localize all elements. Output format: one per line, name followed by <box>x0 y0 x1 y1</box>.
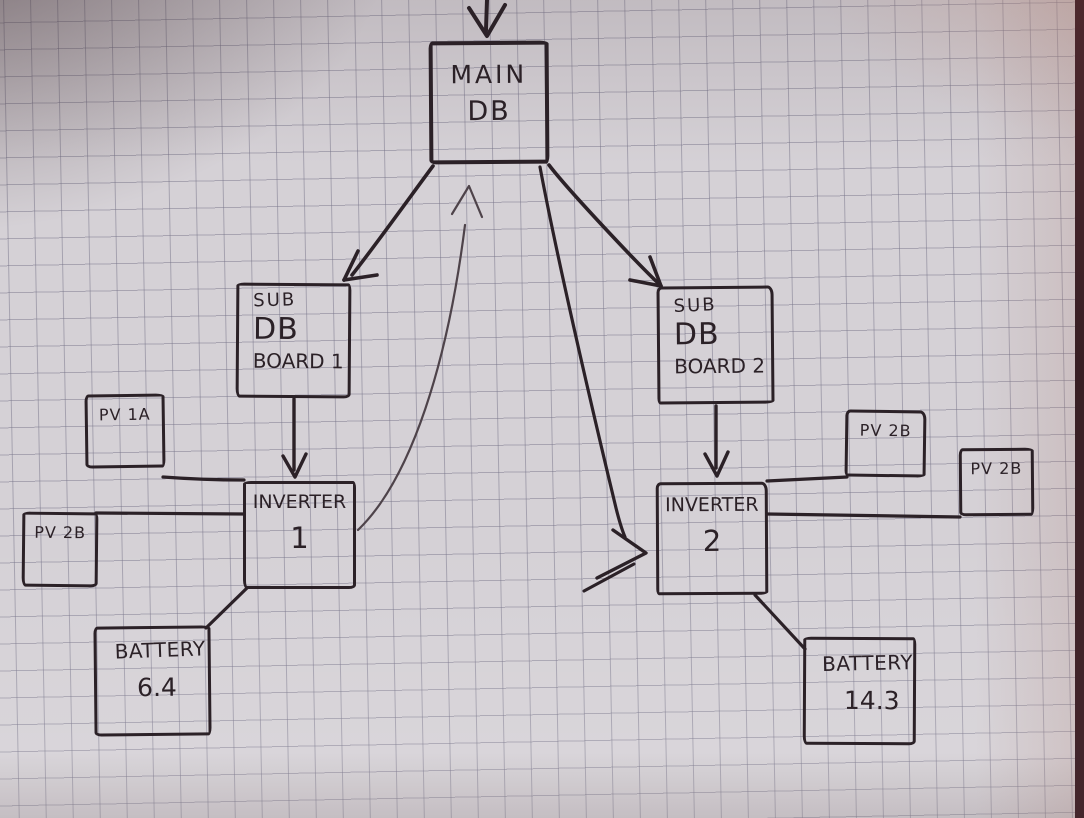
battery-2-value: 14.3 <box>843 685 900 716</box>
inverter-1-label: INVERTER <box>252 491 347 513</box>
main-db-label-line1: MAIN <box>450 59 528 90</box>
sub-db-1-label-line1: SUB <box>252 289 297 312</box>
node-battery-1: BATTERY 6.4 <box>93 625 212 737</box>
photo-right-edge-strip <box>1075 0 1084 818</box>
main-db-label-line2: DB <box>467 95 511 127</box>
node-inverter-2: INVERTER 2 <box>655 481 769 596</box>
inverter-1-number: 1 <box>290 520 309 555</box>
node-pv-2b-left: PV 2B <box>21 511 99 588</box>
inverter-2-number: 2 <box>702 523 722 558</box>
node-main-db: MAIN DB <box>428 40 550 165</box>
sub-db-2-label-line2: DB <box>673 316 720 353</box>
inverter-2-label: INVERTER <box>665 493 759 517</box>
node-pv-2b-right-outer: PV 2B <box>958 447 1035 517</box>
node-battery-2: BATTERY 14.3 <box>802 636 917 746</box>
pv-1a-label: PV 1A <box>98 404 151 425</box>
battery-1-value: 6.4 <box>136 672 177 703</box>
sub-db-1-label-line3: BOARD 1 <box>252 348 344 374</box>
node-pv-1a: PV 1A <box>84 393 166 469</box>
sub-db-1-label-line2: DB <box>252 311 299 347</box>
battery-1-label: BATTERY <box>114 636 206 664</box>
node-sub-db-board-1: SUB DB BOARD 1 <box>235 282 352 399</box>
sub-db-2-label-line3: BOARD 2 <box>674 353 766 379</box>
node-pv-2b-right-upper: PV 2B <box>844 409 927 478</box>
battery-2-label: BATTERY <box>821 650 914 676</box>
node-inverter-1: INVERTER 1 <box>243 481 356 589</box>
node-sub-db-board-2: SUB DB BOARD 2 <box>656 285 775 405</box>
sub-db-2-label-line1: SUB <box>673 294 718 318</box>
pv-2b-left-label: PV 2B <box>34 522 87 543</box>
pv-2b-right-outer-label: PV 2B <box>970 458 1023 479</box>
pv-2b-right-upper-label: PV 2B <box>859 420 912 441</box>
